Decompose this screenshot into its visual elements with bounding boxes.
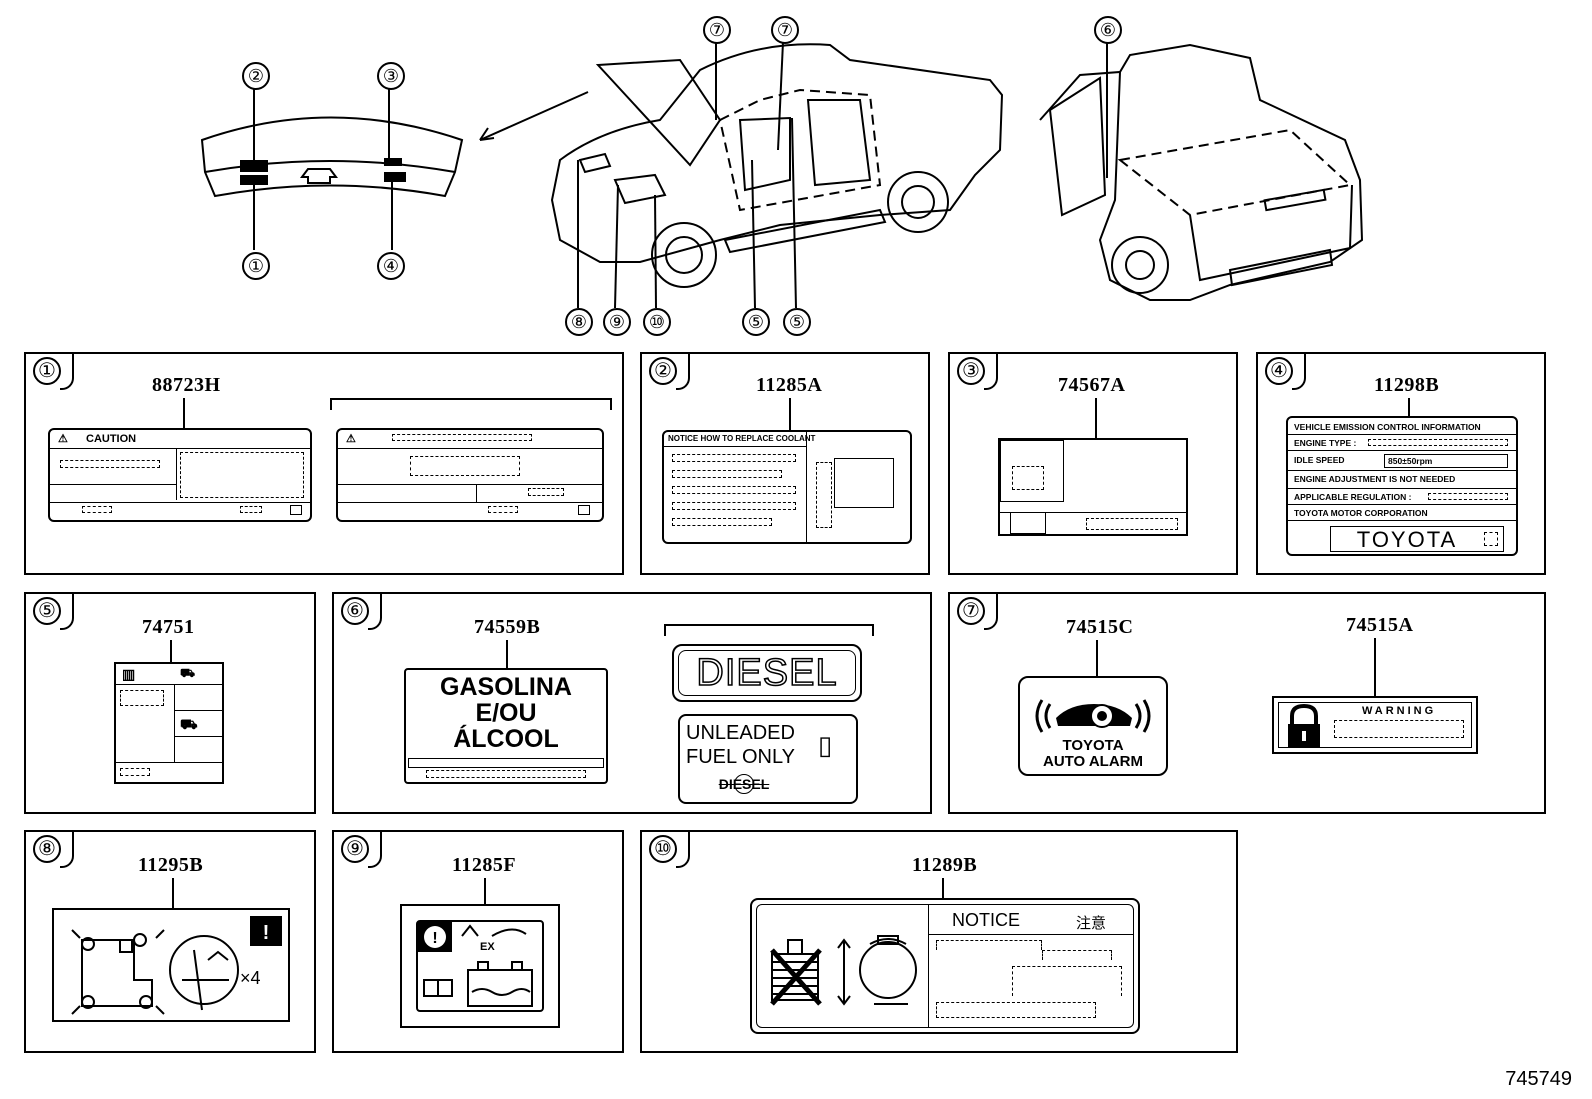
callout-1: ① (242, 252, 270, 280)
leader-line (1374, 638, 1376, 696)
diesel-label: DIESEL (672, 644, 862, 702)
leader-line (942, 878, 944, 900)
manual-book-icon: ▯ (818, 730, 833, 760)
callout-5b: ⑤ (783, 308, 811, 336)
leader-line (170, 640, 172, 662)
callout-4: ④ (377, 252, 405, 280)
callout-9: ⑨ (603, 308, 631, 336)
panel-6: ⑥ 74559B GASOLINA E/OU ÁLCOOL DIESEL UNL… (332, 592, 932, 814)
vehicle-overview: ② ③ ① ④ ⑦ ⑦ ⑧ ⑨ ⑩ ⑤ ⑤ ⑥ (0, 0, 1592, 345)
callout-3: ③ (377, 62, 405, 90)
callout-7a: ⑦ (703, 16, 731, 44)
panel-number: ⑧ (24, 830, 74, 868)
quantity-multiplier: ×4 (240, 968, 261, 988)
blank-label (998, 438, 1188, 536)
panel-4: ④ 11298B VEHICLE EMISSION CONTROL INFORM… (1256, 352, 1546, 575)
svg-text:!: ! (263, 922, 270, 944)
leader-line (1095, 398, 1097, 438)
panel-5: ⑤ 74751 ▥ ⛟ ⛟ (24, 592, 316, 814)
panel-1: ① 88723H ⚠ CAUTION ⚠ (24, 352, 624, 575)
open-hood (595, 58, 722, 167)
panel-number: ⑥ (332, 592, 382, 630)
notice-heading: NOTICE (952, 910, 1021, 930)
washer-fluid-label: ! EX (400, 904, 560, 1028)
tire-pressure-label: ▥ ⛟ ⛟ (114, 662, 224, 784)
vehicle-drawings (200, 41, 1364, 309)
panel-number: ⑦ (948, 592, 998, 630)
panel-8: ⑧ 11295B ! ×4 (24, 830, 316, 1053)
panel-9: ⑨ 11285F ! EX (332, 830, 624, 1053)
panel-number: ① (24, 352, 74, 390)
warning-text: WARNING (1362, 705, 1437, 717)
panel-number: ③ (948, 352, 998, 390)
coolant-notice-label: NOTICE HOW TO REPLACE COOLANT (662, 430, 912, 544)
part-number: 11298B (1374, 374, 1440, 396)
callout-6: ⑥ (1094, 16, 1122, 44)
part-number: 74559B (474, 616, 541, 638)
part-number: 11289B (912, 854, 978, 876)
part-number: 74751 (142, 616, 195, 638)
part-number: 11295B (138, 854, 204, 876)
hood-underside (200, 116, 464, 198)
auto-alarm-label: TOYOTA AUTO ALARM (1018, 676, 1168, 776)
notice-heading-jp: 注意 (1076, 915, 1107, 932)
part-number: 88723H (152, 374, 221, 396)
svg-text:!: ! (432, 930, 437, 947)
part-number: 11285A (756, 374, 823, 396)
padlock-icon (1288, 704, 1320, 748)
panel-number: ② (640, 352, 690, 390)
panel-10: ⑩ 11289B NOTICE 注意 (640, 830, 1238, 1053)
rear-truck-body (1039, 43, 1364, 301)
coolant-header: NOTICE HOW TO REPLACE COOLANT (668, 434, 816, 443)
leader-line (1096, 640, 1098, 676)
callout-8: ⑧ (565, 308, 593, 336)
battery-hold-label: ! ×4 (52, 908, 290, 1022)
caution-heading: CAUTION (86, 433, 137, 445)
panel-2: ② 11285A NOTICE HOW TO REPLACE COOLANT (640, 352, 930, 575)
panel-number: ④ (1256, 352, 1306, 390)
caution-label-variant: ⚠ (336, 428, 604, 522)
battery-clamp-icon: ! (71, 916, 282, 1015)
warning-triangle-icon: ⚠ (346, 433, 356, 445)
unleaded-fuel-label: UNLEADED FUEL ONLY ▯ DIESEL (678, 714, 858, 804)
callout-7b: ⑦ (771, 16, 799, 44)
leader-line (789, 398, 791, 430)
warning-lock-label: WARNING (1272, 696, 1478, 754)
leader-line (506, 640, 508, 668)
emission-label: VEHICLE EMISSION CONTROL INFORMATION ENG… (1286, 416, 1518, 556)
diesel-outline-text: DIESEL (696, 651, 838, 695)
part-number: 11285F (452, 854, 517, 876)
no-spring-compress-icon (770, 935, 917, 1006)
car-alarm-icon (1035, 699, 1151, 733)
leader-line (172, 878, 174, 908)
gasolina-alcool-label: GASOLINA E/OU ÁLCOOL (404, 668, 608, 784)
front-truck-body (550, 43, 1004, 263)
svg-text:EX: EX (480, 941, 495, 953)
warning-triangle-icon: ⚠ (58, 433, 68, 445)
caution-label: ⚠ CAUTION (48, 428, 312, 522)
variant-bracket (664, 624, 874, 636)
toyota-brand: TOYOTA (1356, 527, 1458, 552)
panel-number: ⑨ (332, 830, 382, 868)
truck-side-icon: ⛟ (180, 716, 198, 732)
callout-10: ⑩ (643, 308, 671, 336)
callout-5a: ⑤ (742, 308, 770, 336)
notice-label: NOTICE 注意 (750, 898, 1140, 1034)
panel-number: ⑤ (24, 592, 74, 630)
variant-bracket (330, 398, 612, 410)
book-icon: ▥ (122, 666, 136, 682)
leader-line (1408, 398, 1410, 416)
diagram-id: 745749 (1505, 1068, 1572, 1090)
truck-icon: ⛟ (180, 666, 196, 680)
panel-7: ⑦ 74515C 74515A TOYOTA AUTO ALARM WARNIN… (948, 592, 1546, 814)
panel-number: ⑩ (640, 830, 690, 868)
leader-line (484, 878, 486, 904)
panel-3: ③ 74567A (948, 352, 1238, 575)
fluid-warning-icons: ! EX (418, 922, 533, 1007)
part-number: 74567A (1058, 374, 1126, 396)
part-number-a: 74515C (1066, 616, 1134, 638)
leader-line (183, 398, 185, 428)
part-number-b: 74515A (1346, 614, 1414, 636)
callout-2: ② (242, 62, 270, 90)
